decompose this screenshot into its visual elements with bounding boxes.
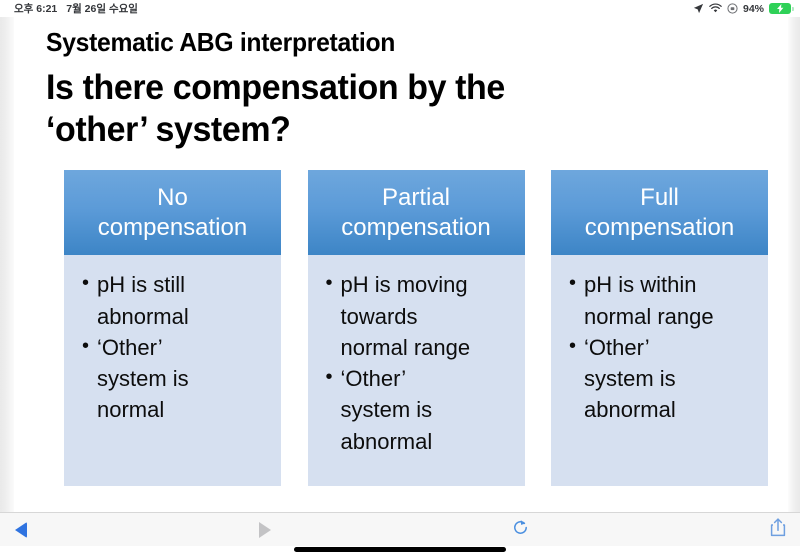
slide-canvas: Systematic ABG interpretation Is there c… bbox=[14, 17, 788, 512]
column-title-line: Partial bbox=[381, 184, 451, 211]
bullet-line: normal range bbox=[340, 334, 471, 360]
bullet-icon: • bbox=[82, 272, 90, 295]
column-full-compensation: Full compensation • pH is within normal … bbox=[551, 170, 768, 487]
browser-toolbar bbox=[0, 512, 800, 546]
slide-kicker-title: Systematic ABG interpretation bbox=[46, 27, 396, 57]
orientation-lock-icon bbox=[727, 3, 738, 14]
status-bar-time: 오후 6:21 bbox=[14, 3, 58, 15]
bullet-text: ‘Other’ system is abnormal bbox=[584, 332, 756, 426]
list-item: • ‘Other’ system is abnormal bbox=[569, 332, 756, 426]
column-title-line: compensation bbox=[97, 214, 248, 242]
column-header: No compensation bbox=[64, 170, 281, 256]
bullet-icon: • bbox=[325, 272, 333, 295]
bullet-line: normal range bbox=[584, 303, 714, 329]
column-partial-compensation: Partial compensation • pH is moving towa… bbox=[307, 170, 525, 487]
slide-heading: Is there compensation by the ‘other’ sys… bbox=[46, 67, 505, 151]
forward-icon bbox=[259, 521, 271, 538]
bullet-line: ‘Other’ bbox=[340, 366, 407, 392]
bullet-text: pH is within normal range bbox=[584, 269, 756, 331]
reload-button[interactable] bbox=[507, 517, 533, 543]
reload-icon bbox=[511, 518, 530, 542]
status-bar-right: 94% bbox=[693, 2, 794, 15]
bullet-icon: • bbox=[569, 272, 577, 295]
bullet-icon: • bbox=[569, 334, 577, 357]
column-header: Full compensation bbox=[551, 170, 768, 256]
wifi-icon bbox=[709, 3, 722, 14]
bullet-icon: • bbox=[325, 366, 333, 389]
column-no-compensation: No compensation • pH is still abnormal • bbox=[64, 170, 281, 487]
home-indicator[interactable] bbox=[294, 547, 506, 552]
bullet-line: system is bbox=[340, 397, 433, 423]
column-body: • pH is still abnormal • ‘Other’ system … bbox=[64, 255, 281, 486]
share-button[interactable] bbox=[765, 517, 791, 543]
status-bar-left: 오후 6:21 7월 26일 수요일 bbox=[14, 1, 138, 16]
bullet-line: pH is within bbox=[584, 272, 697, 298]
slide-heading-line: ‘other’ system? bbox=[46, 110, 291, 149]
list-item: • ‘Other’ system is abnormal bbox=[326, 363, 513, 457]
list-item: • pH is still abnormal bbox=[82, 269, 269, 331]
status-bar: 오후 6:21 7월 26일 수요일 94% bbox=[0, 0, 800, 17]
column-header: Partial compensation bbox=[307, 170, 525, 256]
bullet-line: towards bbox=[340, 303, 418, 329]
column-title-line: No bbox=[157, 184, 188, 211]
page-gutter-right bbox=[788, 17, 800, 512]
bullet-line: normal bbox=[97, 397, 165, 423]
back-button[interactable] bbox=[8, 517, 34, 543]
battery-charging-icon bbox=[769, 3, 794, 14]
share-icon bbox=[769, 517, 787, 543]
bullet-line: pH is still bbox=[97, 272, 186, 298]
bullet-icon: • bbox=[82, 334, 90, 357]
battery-percent-label: 94% bbox=[742, 2, 764, 15]
forward-button[interactable] bbox=[252, 517, 278, 543]
column-body: • pH is moving towards normal range • ‘O… bbox=[308, 255, 525, 486]
bullet-line: system is bbox=[97, 366, 189, 392]
column-title-line: Full bbox=[640, 184, 679, 211]
slide-heading-line: Is there compensation by the bbox=[46, 68, 505, 107]
bullet-text: pH is moving towards normal range bbox=[341, 269, 513, 363]
back-icon bbox=[15, 521, 27, 538]
bullet-text: ‘Other’ system is normal bbox=[97, 332, 269, 426]
list-item: • pH is within normal range bbox=[569, 269, 756, 331]
status-bar-date: 7월 26일 수요일 bbox=[66, 3, 138, 15]
list-item: • ‘Other’ system is normal bbox=[82, 332, 269, 426]
location-arrow-icon bbox=[693, 3, 704, 14]
bullet-line: ‘Other’ bbox=[584, 334, 650, 360]
bullet-text: ‘Other’ system is abnormal bbox=[341, 363, 513, 457]
bullet-line: abnormal bbox=[584, 397, 676, 423]
list-item: • pH is moving towards normal range bbox=[326, 269, 513, 363]
bullet-line: ‘Other’ bbox=[97, 334, 163, 360]
bullet-line: abnormal bbox=[340, 428, 433, 454]
bullet-text: pH is still abnormal bbox=[97, 269, 269, 331]
page-gutter-left bbox=[0, 17, 14, 512]
bullet-line: pH is moving bbox=[340, 272, 468, 298]
bullet-line: abnormal bbox=[97, 303, 189, 329]
bullet-line: system is bbox=[584, 366, 676, 392]
compensation-columns: No compensation • pH is still abnormal • bbox=[64, 170, 768, 487]
column-title-line: compensation bbox=[341, 214, 491, 242]
column-title-line: compensation bbox=[584, 214, 735, 242]
column-body: • pH is within normal range • ‘Other’ sy… bbox=[551, 255, 768, 486]
